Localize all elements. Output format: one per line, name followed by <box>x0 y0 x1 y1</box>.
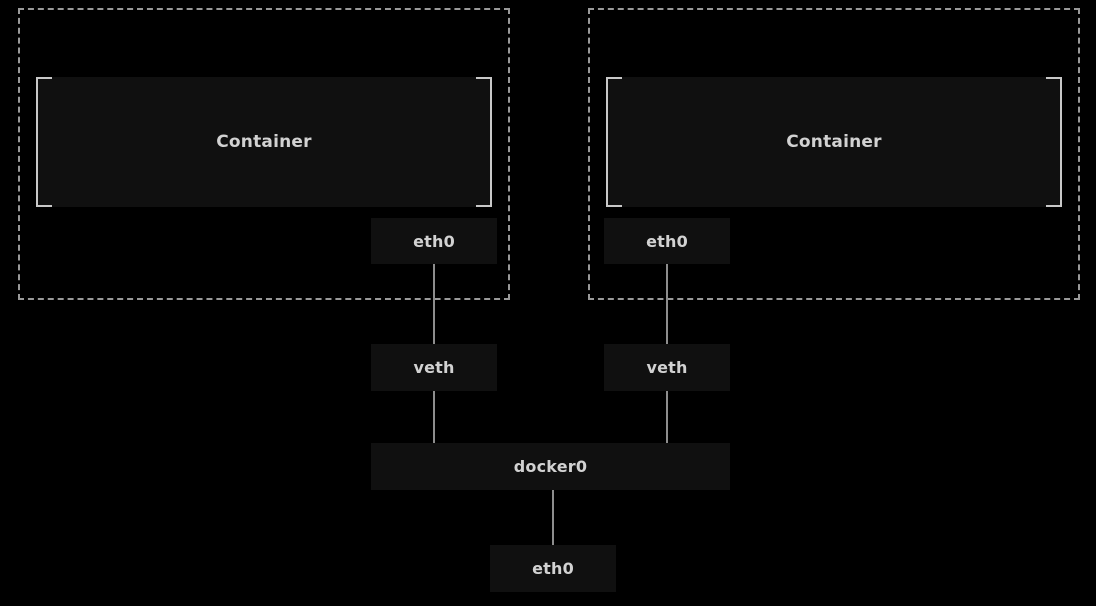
node-eth0-host: eth0 <box>490 545 616 592</box>
node-veth-left: veth <box>371 344 497 391</box>
node-eth0-container-right: eth0 <box>604 218 730 264</box>
node-docker0-bridge: docker0 <box>371 443 730 490</box>
container-label-left: Container <box>216 132 312 152</box>
network-namespace-right <box>588 8 1080 300</box>
bracket-left-arm-icon <box>606 77 622 207</box>
node-veth-right: veth <box>604 344 730 391</box>
edge-eth0-left-to-veth-left <box>433 264 435 344</box>
node-eth0-host-label: eth0 <box>532 559 574 578</box>
bracket-left-arm-icon <box>36 77 52 207</box>
container-box-left: Container <box>36 77 492 207</box>
edge-docker0-to-eth0-host <box>552 490 554 545</box>
edge-veth-right-to-docker0 <box>666 391 668 443</box>
container-label-right: Container <box>786 132 882 152</box>
node-veth-left-label: veth <box>413 358 455 377</box>
network-namespace-left <box>18 8 510 300</box>
node-eth0-container-right-label: eth0 <box>646 231 688 251</box>
bracket-right-arm-icon <box>476 77 492 207</box>
container-box-right: Container <box>606 77 1062 207</box>
node-eth0-container-left: eth0 <box>371 218 497 264</box>
bracket-right-arm-icon <box>1046 77 1062 207</box>
node-eth0-container-left-label: eth0 <box>413 231 455 251</box>
node-veth-right-label: veth <box>646 358 688 377</box>
node-docker0-bridge-label: docker0 <box>513 457 588 476</box>
edge-veth-left-to-docker0 <box>433 391 435 443</box>
edge-eth0-right-to-veth-right <box>666 264 668 344</box>
